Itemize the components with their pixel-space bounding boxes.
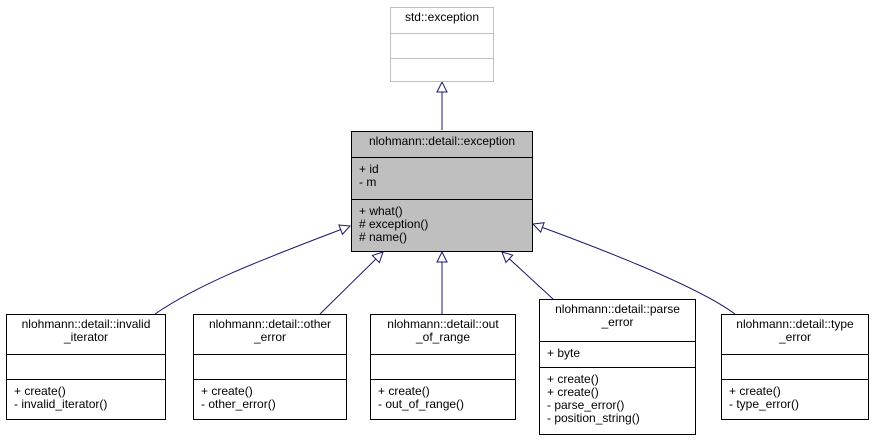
edge-invalid-iterator-to-exception: [154, 226, 350, 315]
class-title: nlohmann::detail::out _of_range: [371, 315, 515, 354]
edge-other-error-to-exception: [319, 252, 383, 315]
operation-create: + create(): [14, 384, 66, 398]
operation-other-error: - other_error(): [201, 397, 276, 411]
operation-parse-error: - parse_error(): [547, 398, 625, 412]
operation-create: + create(): [201, 384, 253, 398]
attribute-m: - m: [359, 175, 377, 189]
class-title: nlohmann::detail::other _error: [194, 315, 346, 354]
operation-what: + what(): [359, 204, 403, 218]
operations-section: + create() - type_error(): [722, 379, 868, 412]
class-title-line: nlohmann::detail::exception: [368, 134, 516, 148]
class-title-line: nlohmann::detail::type: [736, 317, 854, 331]
operation-invalid-iterator: - invalid_iterator(): [14, 397, 108, 411]
class-std-exception[interactable]: std::exception: [390, 7, 494, 82]
class-title: std::exception: [391, 8, 493, 33]
class-type-error[interactable]: nlohmann::detail::type _error + create()…: [721, 314, 869, 420]
operations-section: + create() + create() - parse_error() - …: [540, 367, 695, 426]
operation-out-of-range: - out_of_range(): [378, 397, 465, 411]
operation-type-error: - type_error(): [729, 397, 800, 411]
operations-section: + create() - other_error(): [194, 379, 346, 412]
attributes-section: [371, 354, 515, 379]
class-other-error[interactable]: nlohmann::detail::other _error + create(…: [193, 314, 347, 420]
class-title-line: nlohmann::detail::other: [208, 317, 332, 331]
operation-create: + create(): [547, 385, 599, 399]
class-title: nlohmann::detail::type _error: [722, 315, 868, 354]
attributes-section: + byte: [540, 341, 695, 367]
class-title-line: nlohmann::detail::parse: [555, 302, 680, 316]
class-title-line: _error: [778, 330, 811, 344]
attributes-section: + id - m: [352, 157, 532, 199]
operations-section: [391, 58, 493, 81]
attribute-byte: + byte: [547, 346, 581, 360]
operation-create: + create(): [729, 384, 781, 398]
attributes-section: [391, 33, 493, 58]
edge-parse-error-to-exception: [502, 252, 554, 300]
operation-create: + create(): [378, 384, 430, 398]
operations-section: + what() # exception() # name(): [352, 199, 532, 245]
class-title-line: _of_range: [415, 330, 471, 344]
operations-section: + create() - invalid_iterator(): [7, 379, 165, 412]
class-out-of-range[interactable]: nlohmann::detail::out _of_range + create…: [370, 314, 516, 420]
operation-create: + create(): [547, 372, 599, 386]
class-title: nlohmann::detail::invalid _iterator: [7, 315, 165, 354]
attributes-section: [194, 354, 346, 379]
class-title: nlohmann::detail::parse _error: [540, 300, 695, 341]
class-title-line: _iterator: [63, 330, 109, 344]
attributes-section: [7, 354, 165, 379]
class-invalid-iterator[interactable]: nlohmann::detail::invalid _iterator + cr…: [6, 314, 166, 420]
class-title-line: nlohmann::detail::invalid: [21, 317, 151, 331]
edge-type-error-to-exception: [533, 224, 736, 315]
class-title-line: _error: [601, 315, 634, 329]
class-title-line: _error: [253, 330, 286, 344]
attributes-section: [722, 354, 868, 379]
operation-exception: # exception(): [359, 217, 429, 231]
class-parse-error[interactable]: nlohmann::detail::parse _error + byte + …: [539, 299, 696, 435]
class-title-line: std::exception: [404, 10, 480, 24]
class-title-line: nlohmann::detail::out: [387, 317, 499, 331]
operation-name: # name(): [359, 230, 408, 244]
class-title: nlohmann::detail::exception: [352, 132, 532, 157]
operations-section: + create() - out_of_range(): [371, 379, 515, 412]
class-exception[interactable]: nlohmann::detail::exception + id - m + w…: [351, 131, 533, 252]
operation-position-string: - position_string(): [547, 411, 640, 425]
attribute-id: + id: [359, 162, 379, 176]
